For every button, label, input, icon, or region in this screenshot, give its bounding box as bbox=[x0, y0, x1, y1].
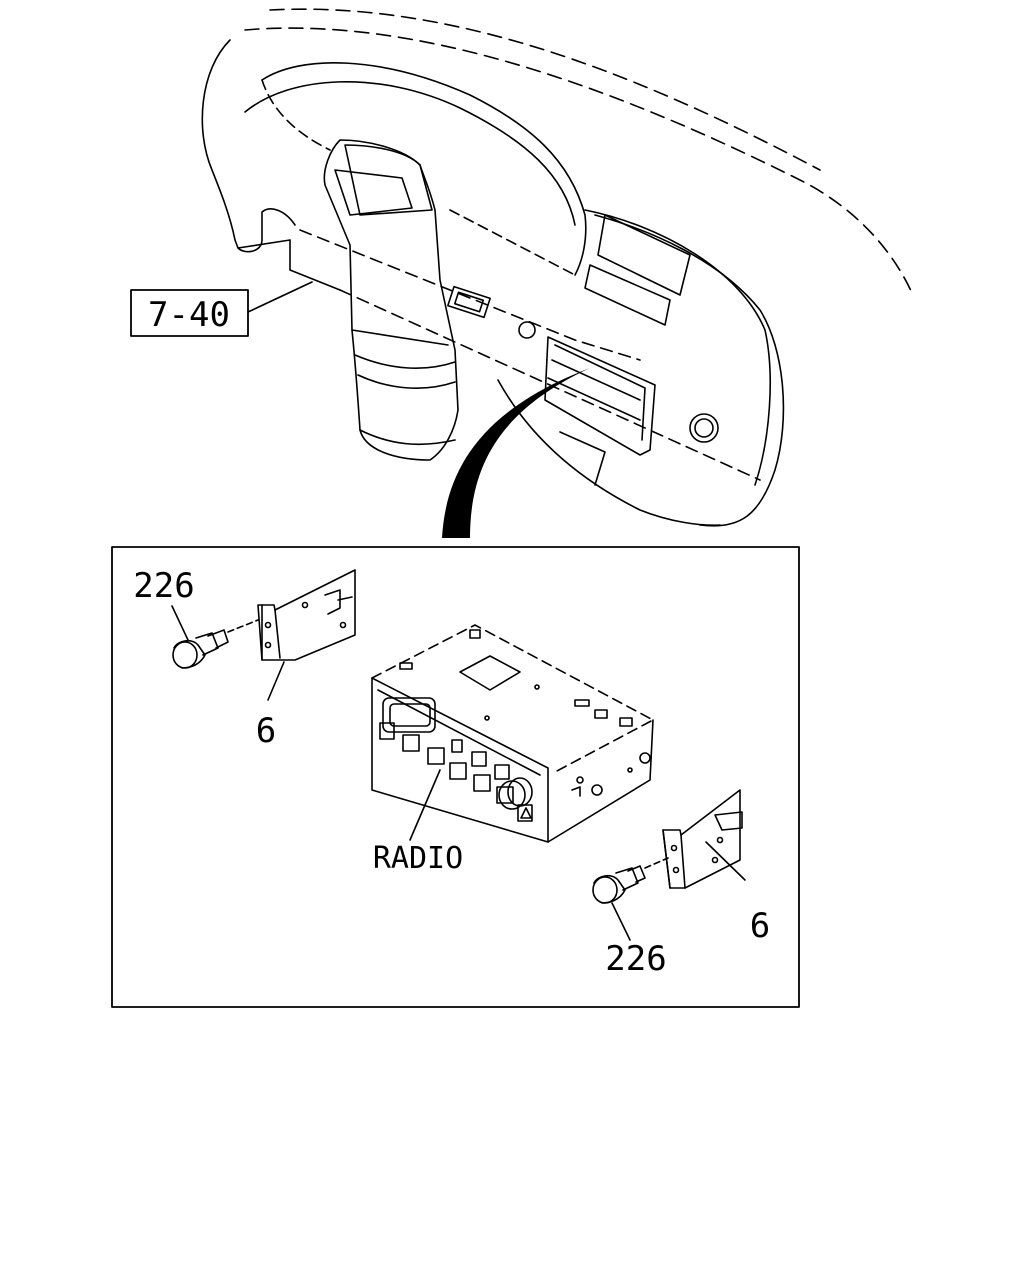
detail-frame bbox=[111, 546, 800, 1008]
dashboard-panel bbox=[201, 8, 913, 527]
part-6-top-label: 6 bbox=[256, 711, 276, 751]
steering-column bbox=[323, 139, 459, 461]
vent-slot-2 bbox=[584, 264, 671, 326]
radio-opening bbox=[544, 336, 656, 456]
radio-unit bbox=[371, 624, 654, 843]
vent-slot-1 bbox=[597, 214, 691, 296]
bolt-226-bottom bbox=[592, 857, 669, 941]
reference-label: 7-40 bbox=[148, 295, 230, 335]
radio-label: RADIO bbox=[373, 841, 463, 876]
bolt-226-top bbox=[171, 605, 259, 669]
bracket-6-bottom bbox=[662, 789, 746, 889]
pointer-swoosh bbox=[442, 368, 590, 538]
part-226-top-label: 226 bbox=[133, 566, 194, 606]
radio-volume-knob bbox=[498, 780, 526, 810]
part-226-bottom-label: 226 bbox=[605, 939, 666, 979]
dash-knob bbox=[689, 413, 719, 443]
instrument-cluster-bezel bbox=[261, 62, 587, 276]
bracket-6-top bbox=[257, 569, 356, 701]
reference-box-7-40: 7-40 bbox=[130, 281, 313, 337]
part-6-bottom-label: 6 bbox=[750, 906, 770, 946]
dashboard-outline bbox=[201, 39, 296, 253]
windshield-dashed-line bbox=[244, 27, 913, 294]
